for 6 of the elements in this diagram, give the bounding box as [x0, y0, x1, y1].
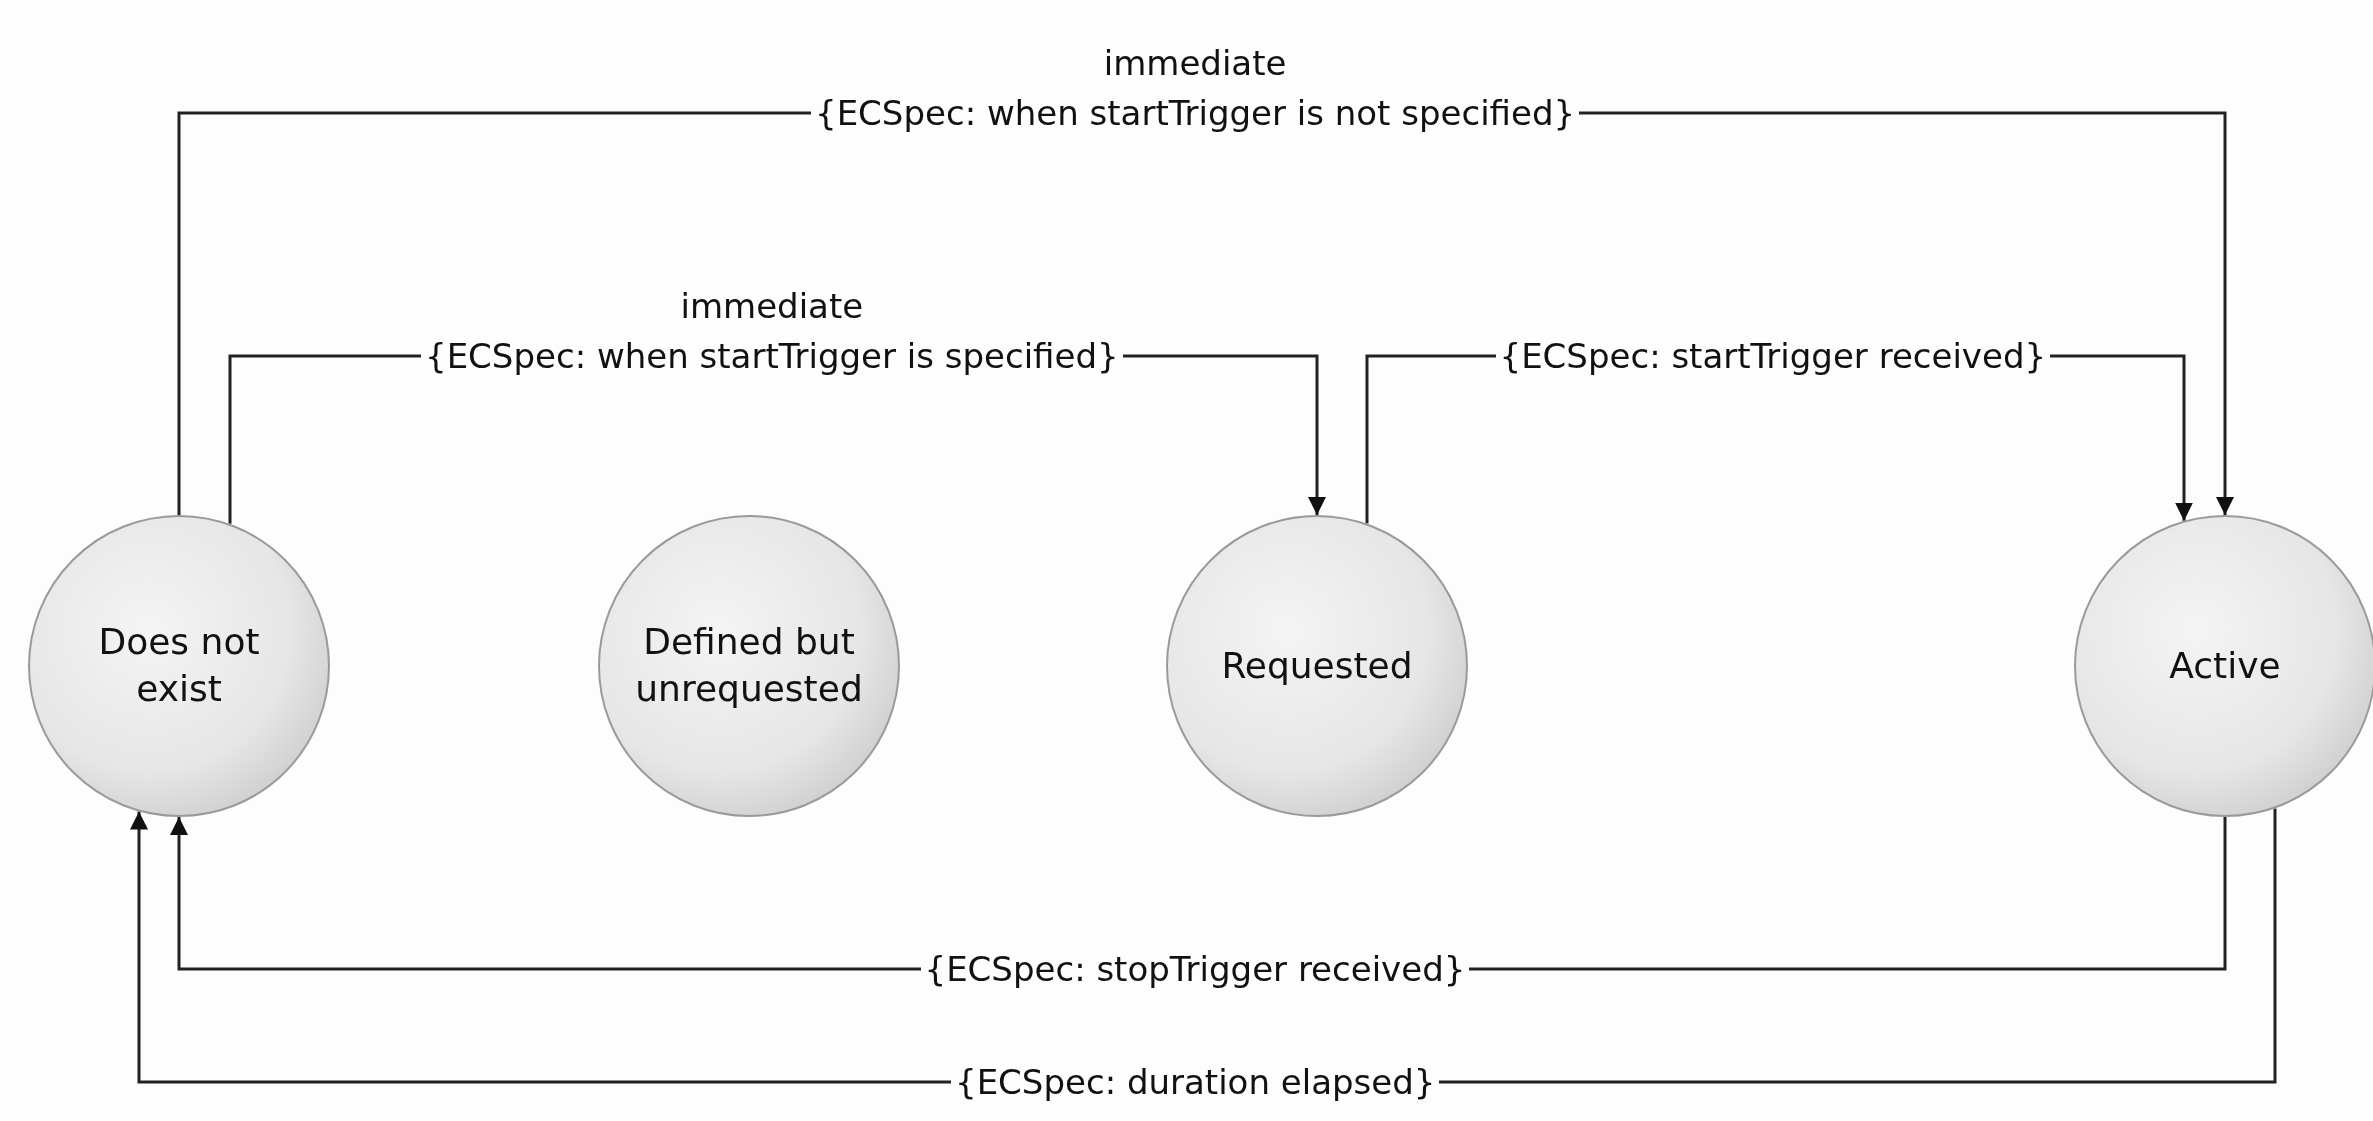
state-label: Active — [2168, 643, 2282, 688]
state-label: Requested — [1220, 643, 1414, 688]
edge-label: immediate {ECSpec: when startTrigger is specified} — [421, 281, 1123, 381]
state-label: Does not exist — [97, 620, 261, 711]
state-label: Defined but unrequested — [634, 620, 864, 711]
edge-label: immediate {ECSpec: when startTrigger is not specified} — [811, 38, 1580, 138]
